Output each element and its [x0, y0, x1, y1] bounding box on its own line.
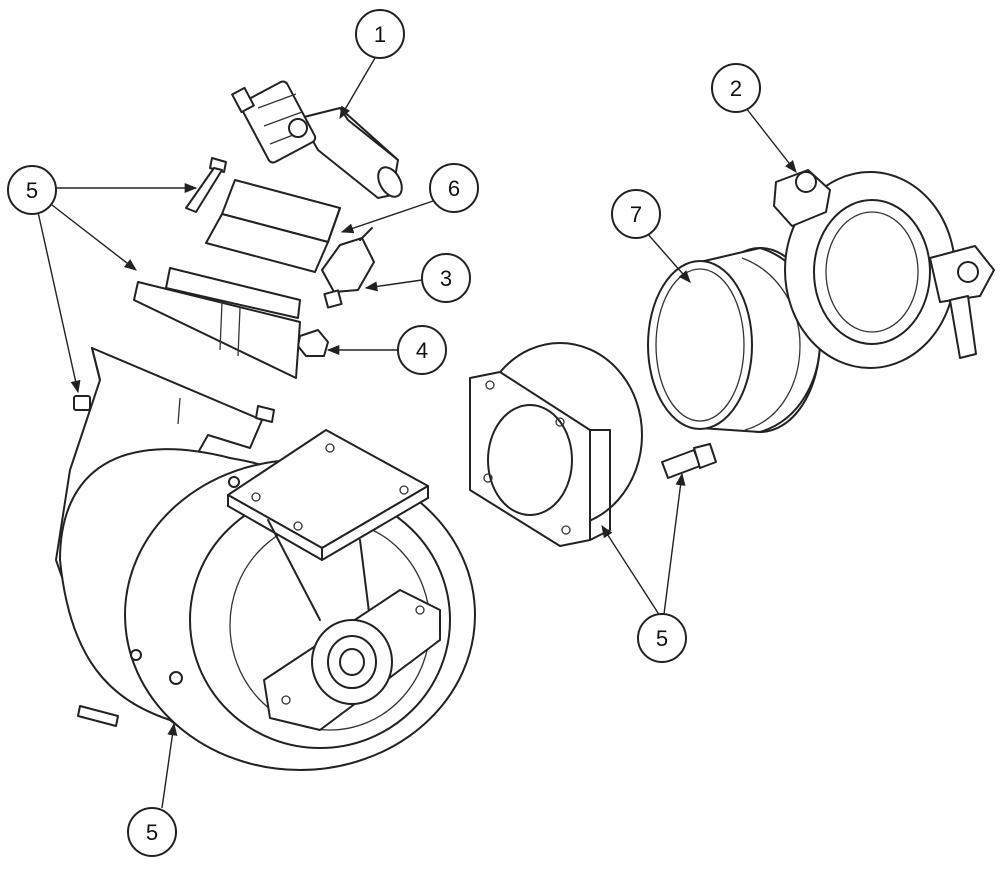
leader-7 — [645, 231, 691, 283]
callout-2: 2 — [711, 63, 761, 113]
leader-1 — [339, 57, 376, 120]
leader-5a-3 — [37, 211, 81, 394]
part-4-block — [297, 329, 329, 357]
callout-3-label: 3 — [440, 266, 452, 291]
callout-5-left-label: 5 — [26, 178, 38, 203]
part-3-fitting — [321, 227, 375, 309]
leader-5a-2 — [51, 204, 137, 271]
part-5-pump-housing — [55, 347, 476, 771]
part-6-plate — [205, 179, 341, 273]
callout-3: 3 — [421, 253, 471, 303]
callout-5-right-label: 5 — [656, 626, 668, 651]
part-2-coupling — [773, 169, 995, 369]
leader-6 — [340, 199, 437, 234]
callout-6-label: 6 — [448, 176, 460, 201]
part-5-small-bolt — [185, 157, 227, 213]
callout-5-right: 5 — [637, 613, 687, 663]
leader-5c — [161, 722, 178, 809]
callout-2-label: 2 — [730, 76, 742, 101]
part-1-solenoid-valve — [231, 80, 403, 199]
part-5-flange-adapter — [469, 342, 643, 547]
leader-3 — [364, 279, 423, 292]
callout-5-bottom: 5 — [127, 807, 177, 857]
part-5-hex-bolt — [661, 443, 717, 479]
leader-5b-2 — [663, 472, 686, 615]
callout-1-label: 1 — [374, 22, 386, 47]
leader-5b-1 — [601, 524, 661, 617]
callout-4-label: 4 — [416, 338, 428, 363]
leader-lines — [37, 57, 797, 809]
leader-2 — [745, 107, 797, 173]
callout-6: 6 — [429, 163, 479, 213]
part-5-long-bar — [133, 267, 301, 379]
callout-5-bottom-label: 5 — [146, 820, 158, 845]
part-5-nut — [73, 395, 91, 411]
callout-7-label: 7 — [630, 202, 642, 227]
callout-5-left: 5 — [7, 165, 57, 215]
callout-1: 1 — [355, 9, 405, 59]
callout-4: 4 — [397, 325, 447, 375]
callout-7: 7 — [611, 189, 661, 239]
